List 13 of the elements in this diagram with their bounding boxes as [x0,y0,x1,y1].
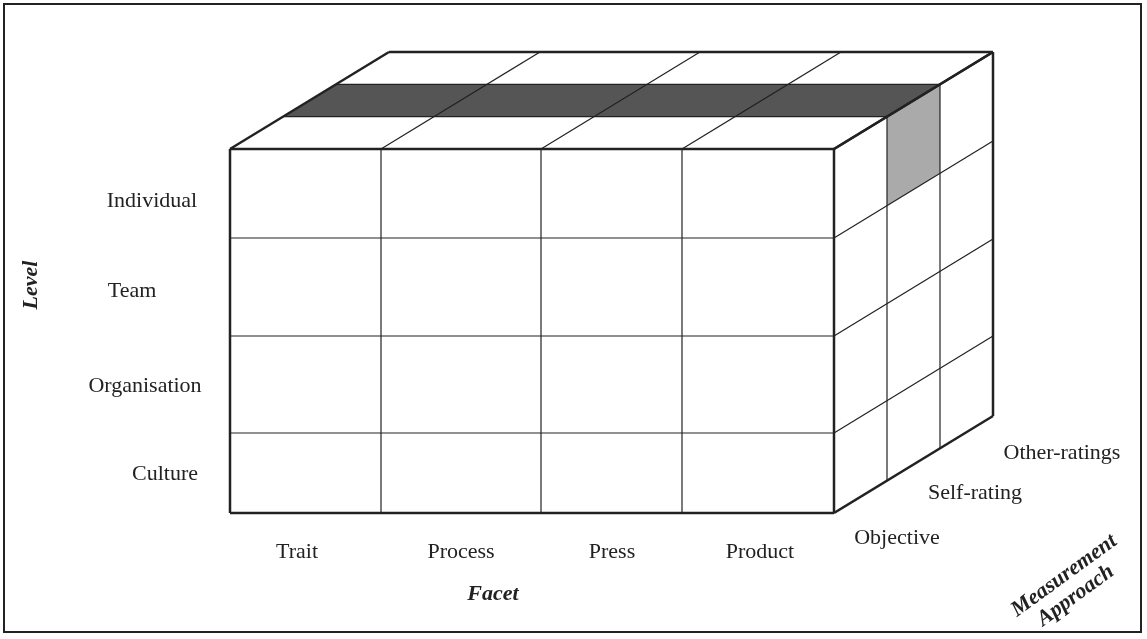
row-label: Team [107,278,157,302]
axis-title: Level [18,260,42,310]
axis-title: Facet [467,581,519,605]
depth-label: Other-ratings [1003,440,1121,464]
column-label: Press [588,539,636,563]
column-label: Trait [276,539,318,563]
row-label: Individual [106,188,198,212]
depth-label: Self-rating [927,480,1023,504]
column-label: Process [427,539,495,563]
column-label: Product [725,539,795,563]
row-label: Culture [132,461,198,485]
row-label: Organisation [88,373,202,397]
depth-label: Objective [854,525,940,549]
